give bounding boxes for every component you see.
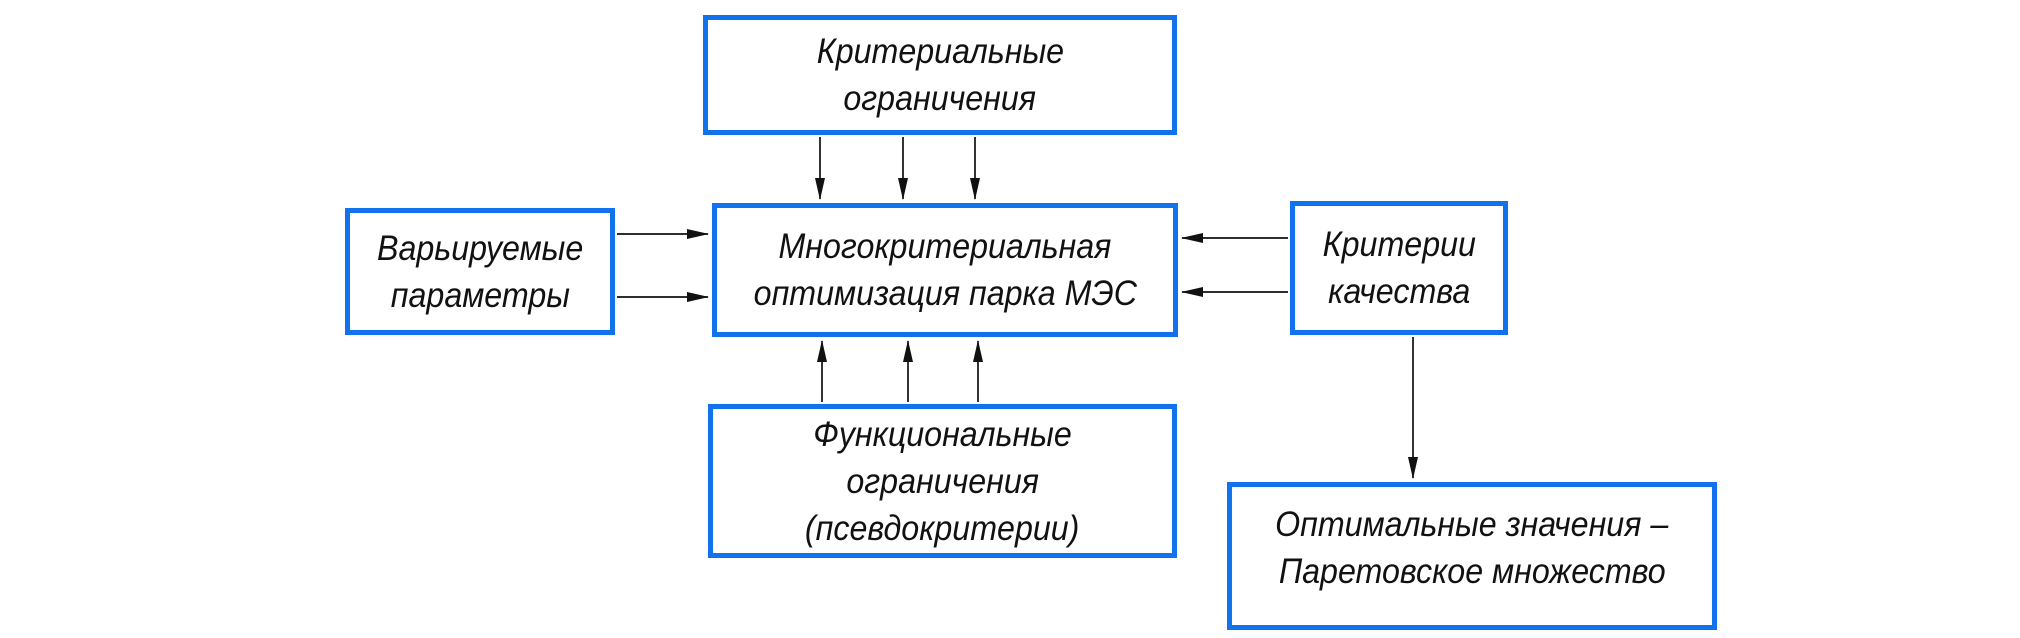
functional-constraints-box: Функциональные ограничения (псевдокритер… <box>708 404 1177 558</box>
varied-parameters-box: Варьируемые параметры <box>345 208 615 335</box>
optimal-values-box: Оптимальные значения – Паретовское множе… <box>1227 482 1717 630</box>
optimization-box: Многокритериальная оптимизация парка МЭС <box>712 203 1178 337</box>
functional-constraints-line-2: ограничения <box>846 461 1039 501</box>
criteria-constraints-line-2: ограничения <box>843 79 1037 118</box>
varied-parameters-line-2: параметры <box>390 275 570 315</box>
optimal-values-line-1: Оптимальные значения – <box>1275 505 1669 544</box>
functional-constraints-line-1: Функциональные <box>813 414 1072 454</box>
quality-criteria-line-1: Критерии <box>1322 225 1476 264</box>
optimization-line-1: Многокритериальная <box>778 227 1112 266</box>
criteria-constraints-line-1: Критериальные <box>816 32 1064 71</box>
functional-constraints-line-3: (псевдокритерии) <box>805 508 1080 548</box>
optimization-line-2: оптимизация парка МЭС <box>753 274 1137 313</box>
quality-criteria-line-2: качества <box>1327 272 1471 311</box>
varied-parameters-line-1: Варьируемые <box>376 228 584 268</box>
optimal-values-line-2: Паретовское множество <box>1278 552 1666 591</box>
criteria-constraints-box: Критериальные ограничения <box>703 15 1177 135</box>
quality-criteria-box: Критерии качества <box>1290 201 1508 335</box>
